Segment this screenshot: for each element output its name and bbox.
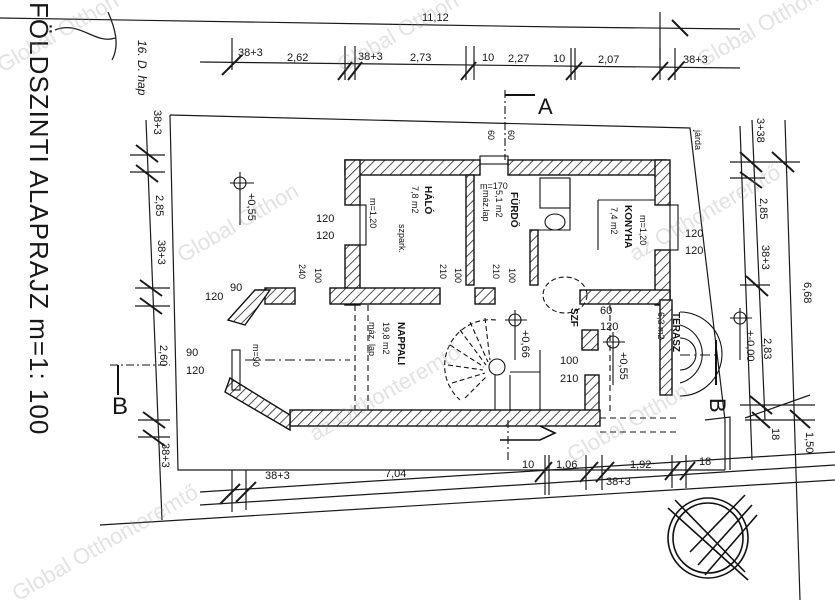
- annotation-sidewalk: járda: [693, 130, 703, 151]
- dim-bottom-7: 18: [699, 456, 712, 468]
- opening-bath-2: 60: [506, 130, 516, 141]
- plot-boundary: [169, 114, 726, 470]
- dim-top-2: 2,62: [287, 52, 309, 64]
- room-name-terasz: TERASZ: [670, 312, 681, 352]
- door-halo-2: 100: [313, 268, 323, 284]
- dim-left-2: 2,85: [153, 195, 165, 217]
- dim-line-chain-top: [199, 61, 741, 69]
- shower-tray: [539, 177, 571, 209]
- dim-line-chain-bottom: [199, 464, 835, 506]
- room-area-furdo: 5,1 m2: [494, 190, 504, 218]
- dim-left-1: 38+3: [151, 110, 163, 135]
- section-label-a-top: A: [538, 94, 553, 119]
- opening-bay-2: 120: [205, 291, 224, 303]
- dim-line-chain-left: [145, 119, 163, 521]
- dim-bottom-3: 10: [522, 459, 535, 471]
- room-floor-nappali: máz. lap: [367, 322, 377, 357]
- level-outside: +-0,00: [744, 330, 756, 362]
- dim-top-5: 10: [482, 52, 495, 64]
- room-floor-halo: szpark.: [397, 224, 407, 254]
- dim-line-overall-right: [784, 119, 801, 600]
- opening-halo-2: 120: [316, 230, 335, 242]
- door-halo-inner-2: 100: [453, 268, 463, 284]
- dim-bottom-5: 38+3: [606, 476, 631, 488]
- toilet: [544, 213, 566, 231]
- door-stair-2: 210: [560, 373, 579, 385]
- dim-right-6: 1,50: [803, 432, 815, 454]
- door-bath-1: 210: [491, 264, 501, 280]
- spiral-staircase: [444, 317, 497, 401]
- opening-konyha-2: 120: [685, 245, 704, 257]
- dim-right-1: 3+38: [754, 118, 766, 143]
- dim-right-4: 2,83: [761, 338, 773, 360]
- dim-top-4: 2,73: [410, 52, 432, 64]
- room-area-konyha: 7,4 m2: [609, 207, 619, 235]
- level-garden-left: +0,55: [245, 193, 257, 221]
- dim-line-overall-top: [0, 17, 561, 28]
- dim-left-4: 2,60: [157, 345, 169, 367]
- dim-right-5: 18: [769, 428, 781, 441]
- dim-right-2: 2,85: [757, 198, 769, 220]
- door-bath-2: 100: [507, 268, 517, 284]
- dim-right-3: 38+3: [759, 245, 771, 270]
- dim-overall-top: 11,12: [422, 12, 449, 24]
- room-area-halo: 7,8 m2: [410, 186, 420, 214]
- opening-szf-1: 60: [600, 305, 613, 317]
- dim-top-7: 10: [553, 53, 566, 65]
- opening-bath-1: 60: [486, 130, 496, 141]
- section-label-b-right: B: [705, 398, 730, 413]
- section-label-b-left: B: [112, 393, 129, 420]
- room-name-szf: SZF: [568, 308, 579, 327]
- handwritten-note: 16. D. hap: [135, 40, 149, 96]
- dim-top-8: 2,07: [598, 54, 620, 66]
- dim-bottom-6: 1,92: [630, 459, 652, 471]
- opening-living-1: 90: [186, 347, 199, 359]
- dim-top-3: 38+3: [358, 51, 383, 63]
- building-walls: [224, 159, 673, 432]
- room-name-nappali: NAPPALI: [395, 322, 406, 366]
- door-stair-1: 100: [560, 355, 579, 367]
- level-markers: [230, 172, 752, 385]
- room-area-nappali: 19,8 m2: [381, 322, 391, 355]
- opening-konyha-1: 120: [685, 228, 704, 240]
- room-area-terasz: 6,3 m2: [656, 312, 666, 340]
- room-name-konyha: KONYHA: [622, 205, 633, 249]
- dim-top-6: 2,27: [508, 53, 530, 65]
- dim-left-3: 38+3: [155, 240, 167, 265]
- door-halo-inner-1: 210: [438, 264, 448, 280]
- north-arrow-symbol: [667, 494, 758, 581]
- door-swing: [542, 276, 588, 314]
- dim-line-chain-right: [751, 119, 766, 421]
- level-hall: +0,66: [519, 330, 531, 358]
- dim-left-5: 38+3: [159, 443, 171, 468]
- terrace-steps: [679, 311, 723, 397]
- opening-szf-2: 120: [600, 321, 619, 333]
- window-nappali: m=90: [251, 344, 261, 367]
- drawing-title: FÖLDSZINTI ALAPRAJZ m=1: 100: [24, 2, 54, 436]
- window-konyha: m=1,20: [638, 215, 648, 246]
- dim-overall-right: 6,68: [801, 282, 813, 304]
- dim-bottom-4: 1,06: [556, 459, 578, 471]
- level-terrace: +0,55: [617, 352, 629, 380]
- dim-bottom-1: 38+3: [265, 470, 290, 482]
- room-name-furdo: FÜRDŐ: [508, 192, 519, 228]
- handwritten-signature: [54, 11, 117, 61]
- dim-top-1: 38+3: [238, 47, 263, 59]
- dim-bottom-2: 7,04: [385, 468, 407, 480]
- window-furdo: m=170: [480, 181, 508, 191]
- window-halo: m=1,20: [368, 198, 378, 229]
- room-floor-furdo: máz.lap: [481, 190, 491, 222]
- opening-halo-1: 120: [316, 213, 335, 225]
- room-name-halo: HÁLÓ: [422, 186, 433, 215]
- opening-living-2: 120: [186, 365, 205, 377]
- dim-top-9: 38+3: [683, 54, 708, 66]
- door-halo-1: 240: [297, 264, 307, 280]
- opening-bay-1: 90: [230, 282, 243, 294]
